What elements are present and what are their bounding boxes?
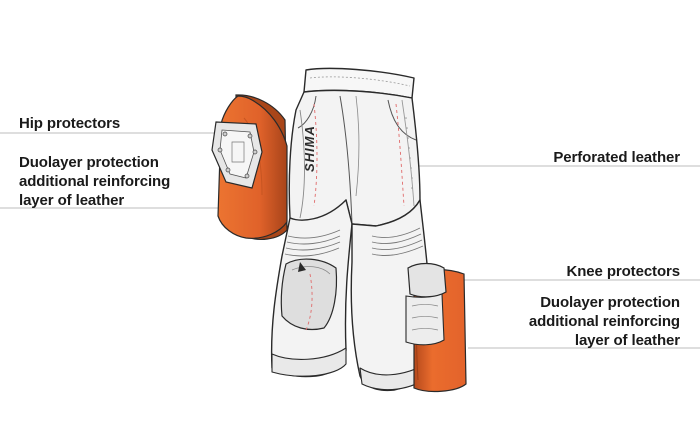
leader-lines [0, 132, 700, 349]
label-hip-protectors: Hip protectors [19, 115, 121, 132]
right-duolayer-line-1: Duolayer protection [540, 294, 680, 311]
label-perforated-leather: Perforated leather [553, 149, 680, 166]
hip-protector-plate [211, 121, 263, 189]
brand-mark: SHIMA [302, 125, 317, 172]
left-duolayer-line-1: Duolayer protection [19, 154, 159, 171]
knee-protector-plate [405, 262, 447, 346]
label-right-duolayer: Duolayer protection additional reinforci… [529, 293, 680, 350]
label-left-duolayer: Duolayer protection additional reinforci… [19, 153, 170, 210]
label-knee-protectors: Knee protectors [566, 263, 680, 280]
right-duolayer-line-2: additional reinforcing [528, 313, 680, 330]
left-duolayer-line-3: layer of leather [19, 192, 125, 209]
right-duolayer-line-3: layer of leather [574, 332, 680, 349]
left-duolayer-line-2: additional reinforcing [19, 173, 171, 190]
